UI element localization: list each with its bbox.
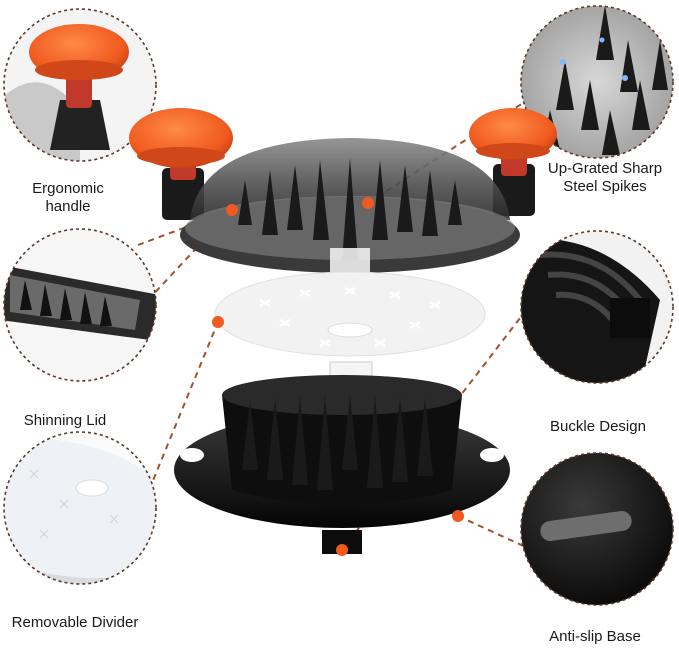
label-buckle-text: Buckle Design xyxy=(550,418,646,435)
label-anti-slip-base: Anti-slip Base xyxy=(520,628,670,646)
callout-buckle-closeup xyxy=(520,230,674,384)
label-handle-text: Ergonomic handle xyxy=(32,180,104,215)
label-spikes-text: Up-Grated Sharp Steel Spikes xyxy=(547,160,663,195)
callout-spikes-closeup xyxy=(520,5,674,159)
label-steel-spikes: Up-Grated Sharp Steel Spikes xyxy=(535,160,675,196)
callout-divider-closeup xyxy=(3,431,157,585)
label-shinning-lid: Shinning Lid xyxy=(10,412,120,430)
label-removable-divider: Removable Divider xyxy=(0,614,150,632)
label-ergonomic-handle: Ergonomic handle xyxy=(8,180,128,216)
callout-base-closeup xyxy=(520,452,674,606)
callout-lid-closeup xyxy=(3,228,157,382)
label-divider-text: Removable Divider xyxy=(11,614,139,631)
label-base-text: Anti-slip Base xyxy=(549,628,641,645)
connector-handle xyxy=(137,209,233,246)
product-divider xyxy=(212,271,486,357)
label-lid-text: Shinning Lid xyxy=(23,412,107,429)
label-buckle-design: Buckle Design xyxy=(538,418,658,436)
product-base xyxy=(174,361,510,556)
connector-base xyxy=(457,515,529,549)
product-lid xyxy=(129,108,557,278)
callout-handle-closeup xyxy=(3,8,157,162)
